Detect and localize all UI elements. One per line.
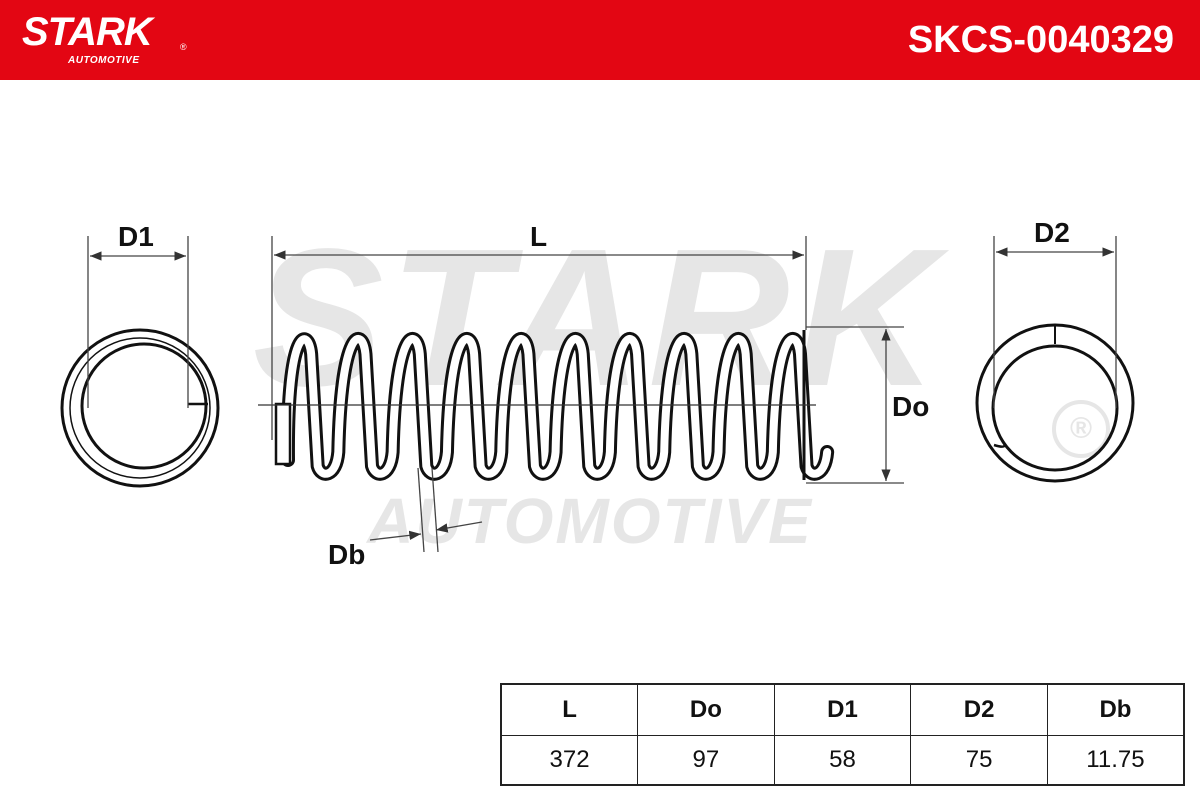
- spec-header-db: Db: [1046, 684, 1184, 736]
- spec-value-d1: 58: [773, 735, 911, 785]
- spec-table: L Do D1 D2 Db 372 97 58 75 11.75: [500, 683, 1185, 786]
- brand-subtitle: AUTOMOTIVE: [68, 55, 140, 66]
- spec-header-do: Do: [637, 684, 775, 736]
- d1-dimension: [87, 236, 189, 408]
- spring-side-view: [274, 330, 835, 481]
- spec-value-d2: 75: [910, 735, 1048, 785]
- spec-header-d2: D2: [910, 684, 1048, 736]
- label-d2: D2: [1034, 217, 1070, 248]
- watermark-registered-mark: ®: [1052, 400, 1110, 458]
- d2-dimension: [993, 236, 1117, 408]
- spec-value-l: 372: [500, 735, 638, 785]
- watermark-automotive: AUTOMOTIVE: [367, 485, 813, 557]
- label-db: Db: [328, 539, 366, 570]
- brand-name: STARK: [22, 10, 153, 54]
- part-number: SKCS-0040329: [907, 19, 1174, 61]
- do-dimension: [806, 326, 904, 484]
- spec-value-do: 97: [637, 735, 775, 785]
- left-end-view: [60, 328, 220, 488]
- header-bar: STARK ® AUTOMOTIVE SKCS-0040329: [0, 0, 1200, 80]
- spec-header-row: L Do D1 D2 Db: [500, 684, 1184, 736]
- spec-header-d1: D1: [773, 684, 911, 736]
- label-l: L: [530, 221, 548, 252]
- right-end-view: [975, 323, 1135, 483]
- l-dimension: [271, 236, 807, 440]
- label-d1: D1: [118, 221, 154, 252]
- stark-logo: STARK ® AUTOMOTIVE: [22, 10, 187, 66]
- spec-value-row: 372 97 58 75 11.75: [500, 735, 1184, 785]
- db-dimension: [369, 467, 483, 553]
- spec-header-l: L: [500, 684, 638, 736]
- brand-registered-mark: ®: [180, 42, 187, 52]
- spec-value-db: 11.75: [1046, 735, 1184, 785]
- label-do: Do: [892, 391, 930, 422]
